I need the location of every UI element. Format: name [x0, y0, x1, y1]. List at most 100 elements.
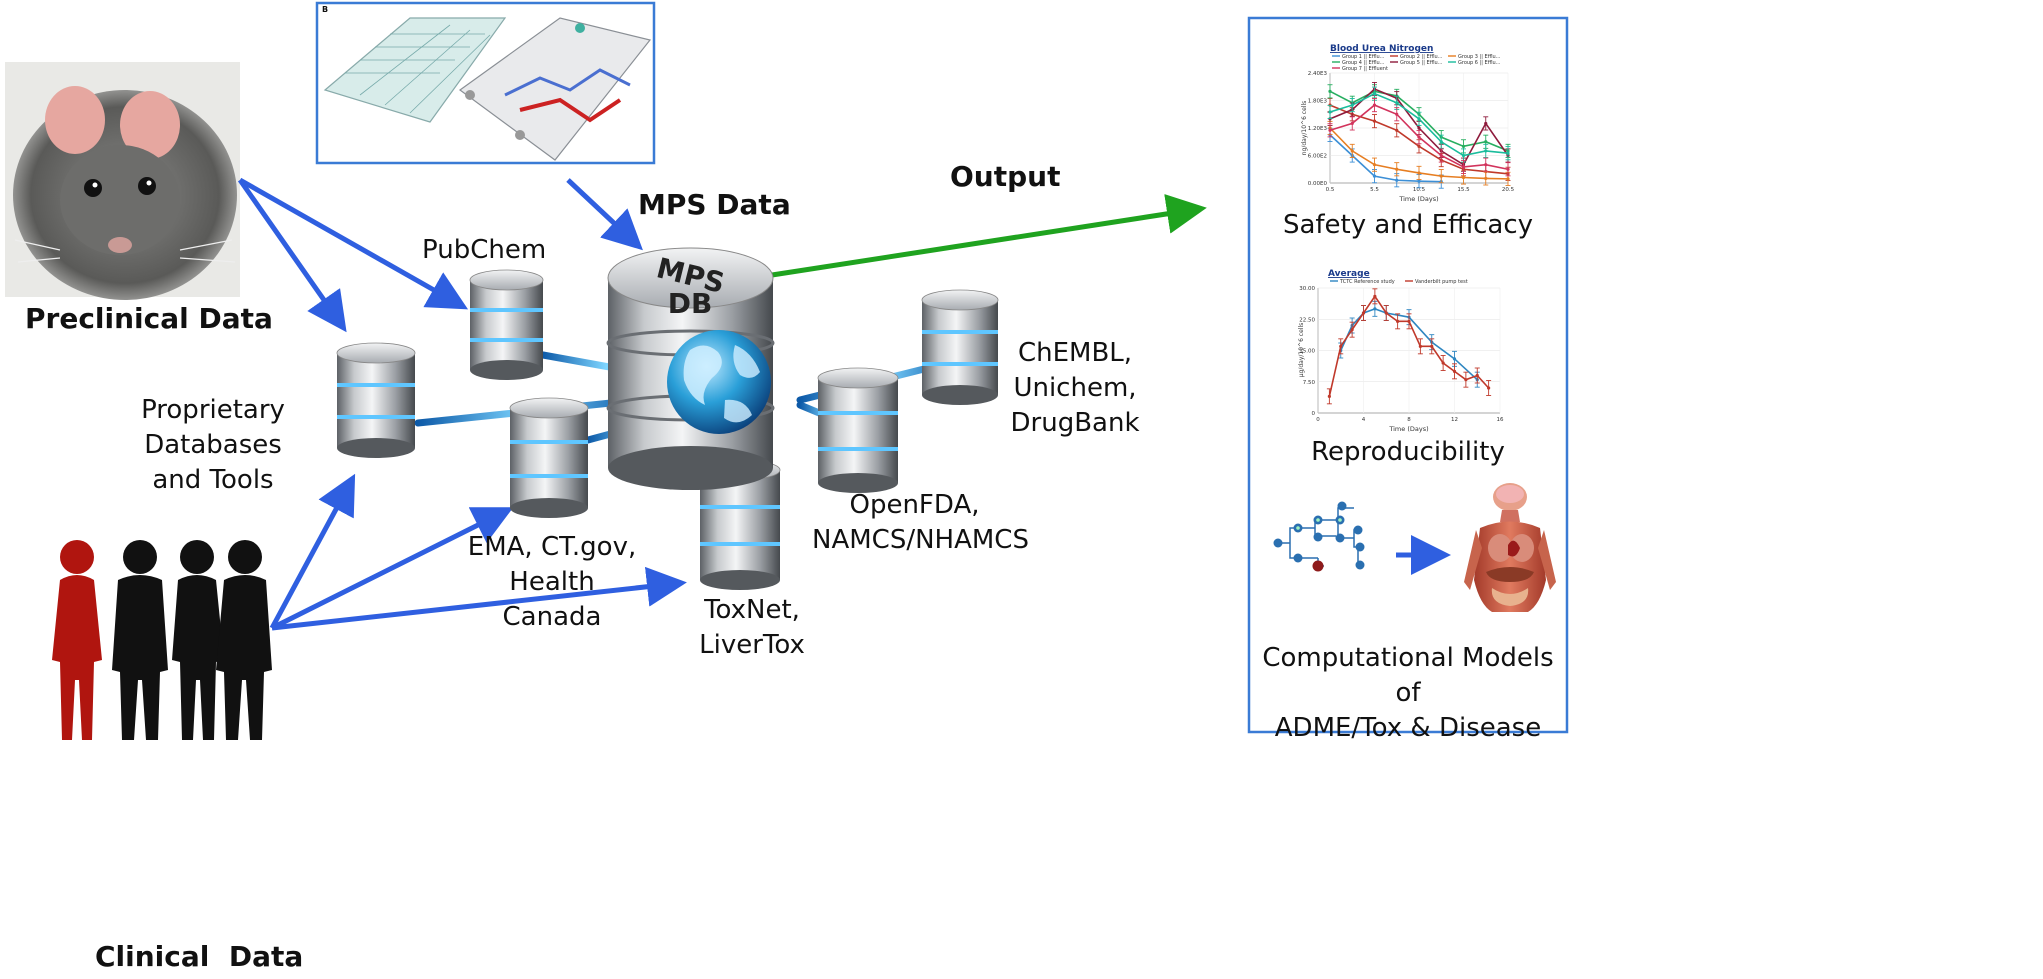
network-nodes [1273, 501, 1365, 572]
person-black-2-icon [172, 540, 224, 740]
models-line-2: ADME/Tox & Disease [1274, 713, 1542, 744]
chart-bun-legend-label: Group 2 || Efflu... [1400, 54, 1443, 60]
chart-avg-point [1475, 373, 1479, 378]
chart-bun-point [1372, 119, 1377, 123]
chart-avg-xtick-label: 4 [1362, 417, 1366, 423]
chart-avg-xlabel: Time (Days) [1388, 425, 1428, 433]
chart-bun-point [1484, 163, 1488, 167]
openfda-line-2: NAMCS/NHAMCS [812, 525, 1029, 556]
chart-avg-point [1350, 328, 1354, 332]
chart-bun-xtick-label: 20.5 [1502, 187, 1515, 193]
chart-avg-legend: TCTC Reference study Vanderbilt pump test [1330, 279, 1468, 285]
models-line-1: Computational Models of [1262, 643, 1554, 709]
chart-avg-point [1339, 344, 1343, 348]
chart-bun-ytick-label: 1.80E3 [1308, 99, 1328, 105]
chart-bun-xlabel: Time (Days) [1398, 195, 1438, 203]
chart-avg-point [1452, 357, 1457, 361]
chip-panel-letter: B [322, 5, 329, 14]
mps-db-label-2: DB [668, 287, 713, 320]
proprietary-line-1: Proprietary Databases [141, 395, 285, 461]
arrow-rat-to-proprietary [237, 178, 347, 333]
ema-label: EMA, CT.gov, Health Canada [462, 530, 642, 635]
chart-avg-point [1361, 311, 1366, 315]
chart-bun-point [1461, 153, 1466, 158]
chart-bun-series-line [1329, 134, 1442, 183]
chart-avg-legend-label: Vanderbilt pump test [1415, 279, 1468, 285]
chart-bun: Blood Urea Nitrogen Group 1 || Efflu...G… [1301, 44, 1515, 203]
db-icon-openfda [817, 367, 899, 493]
chart-bun-legend-label: Group 4 || Efflu... [1342, 60, 1385, 66]
toxnet-line-2: LiverTox [699, 630, 805, 661]
mps-chip-image [315, 1, 656, 165]
proprietary-label: Proprietary Databases and Tools [88, 393, 338, 498]
chart-avg-point [1407, 319, 1411, 323]
output-label: Output [950, 160, 1061, 193]
chart-bun-point [1372, 103, 1377, 107]
chart-bun-point [1395, 128, 1399, 132]
chart-bun-point [1350, 103, 1354, 107]
chart-avg-xtick-label: 8 [1407, 417, 1411, 423]
chart-bun-ytick-label: 0.00E0 [1308, 181, 1328, 187]
chart-bun-point [1484, 149, 1488, 153]
human-anatomy-icon [1464, 483, 1556, 612]
person-black-1-icon [112, 540, 168, 740]
arrow-chip-to-mpsdb [566, 178, 643, 251]
chart-avg-title: Average [1328, 269, 1370, 279]
ema-line-2: Health Canada [502, 567, 602, 633]
chart-avg-point [1464, 378, 1468, 382]
chembl-label: ChEMBL, Unichem, DrugBank [1010, 336, 1140, 441]
chart-avg-point [1430, 344, 1434, 348]
chart-bun-point [1417, 179, 1421, 183]
chart-bun-point [1328, 89, 1332, 93]
chart-bun-point [1372, 163, 1377, 167]
mps-data-label: MPS Data [638, 188, 791, 221]
chart-bun-legend: Group 1 || Efflu...Group 2 || Efflu...Gr… [1332, 54, 1501, 72]
chart-bun-point [1484, 176, 1488, 181]
chart-bun-point [1350, 121, 1354, 126]
chart-avg-ytick-label: 0 [1312, 411, 1316, 417]
chart-bun-xtick-label: 0.5 [1326, 187, 1335, 193]
proprietary-line-2: and Tools [152, 465, 274, 496]
chart-avg-legend-label: TCTC Reference study [1339, 279, 1395, 285]
chart-avg-point [1373, 307, 1377, 311]
chart-avg-ylabel: µg/day/10^6 cells [1298, 323, 1305, 378]
chart-bun-point [1350, 149, 1354, 153]
chart-bun-ytick-label: 6.00E2 [1308, 154, 1327, 160]
chart-bun-point [1417, 135, 1421, 139]
reproducibility-label: Reproducibility [1311, 437, 1505, 467]
openfda-label: OpenFDA, NAMCS/NHAMCS [812, 488, 1029, 558]
chart-bun-point [1328, 128, 1332, 132]
globe-icon [667, 330, 771, 434]
chart-bun-point [1506, 151, 1510, 155]
chart-bun-point [1395, 101, 1399, 105]
arrow-clinical-to-toxnet [271, 566, 687, 631]
arrow-rat-to-pubchem [238, 177, 469, 310]
chart-bun-point [1461, 144, 1466, 148]
chart-bun-point [1395, 112, 1399, 116]
chart-avg-point [1452, 369, 1457, 373]
chart-bun-point [1439, 140, 1443, 144]
chart-bun-point [1395, 178, 1399, 182]
chembl-line-3: DrugBank [1010, 408, 1140, 439]
arrow-output [771, 194, 1207, 278]
person-black-3-icon [216, 540, 272, 740]
chart-bun-ytick-label: 2.40E3 [1308, 71, 1328, 77]
chart-bun-point [1439, 153, 1443, 158]
chart-bun-ytick-label: 1.20E3 [1308, 126, 1328, 132]
db-icon-proprietary [336, 342, 416, 458]
computational-models-label: Computational Models of ADME/Tox & Disea… [1250, 641, 1566, 746]
db-icon-chembl [921, 289, 999, 405]
chart-bun-point [1439, 174, 1443, 178]
person-red-icon [52, 540, 102, 740]
chart-bun-point [1417, 117, 1421, 121]
chart-bun-xtick-label: 5.5 [1370, 187, 1379, 193]
safety-efficacy-label: Safety and Efficacy [1282, 210, 1534, 240]
chart-avg-point [1487, 386, 1491, 390]
chart-bun-point [1461, 165, 1466, 169]
chart-bun-point [1461, 175, 1466, 180]
toxnet-label: ToxNet, LiverTox [682, 593, 822, 663]
chart-bun-point [1484, 121, 1488, 126]
chart-avg-point [1418, 344, 1422, 348]
db-icon-toxnet [699, 459, 781, 590]
